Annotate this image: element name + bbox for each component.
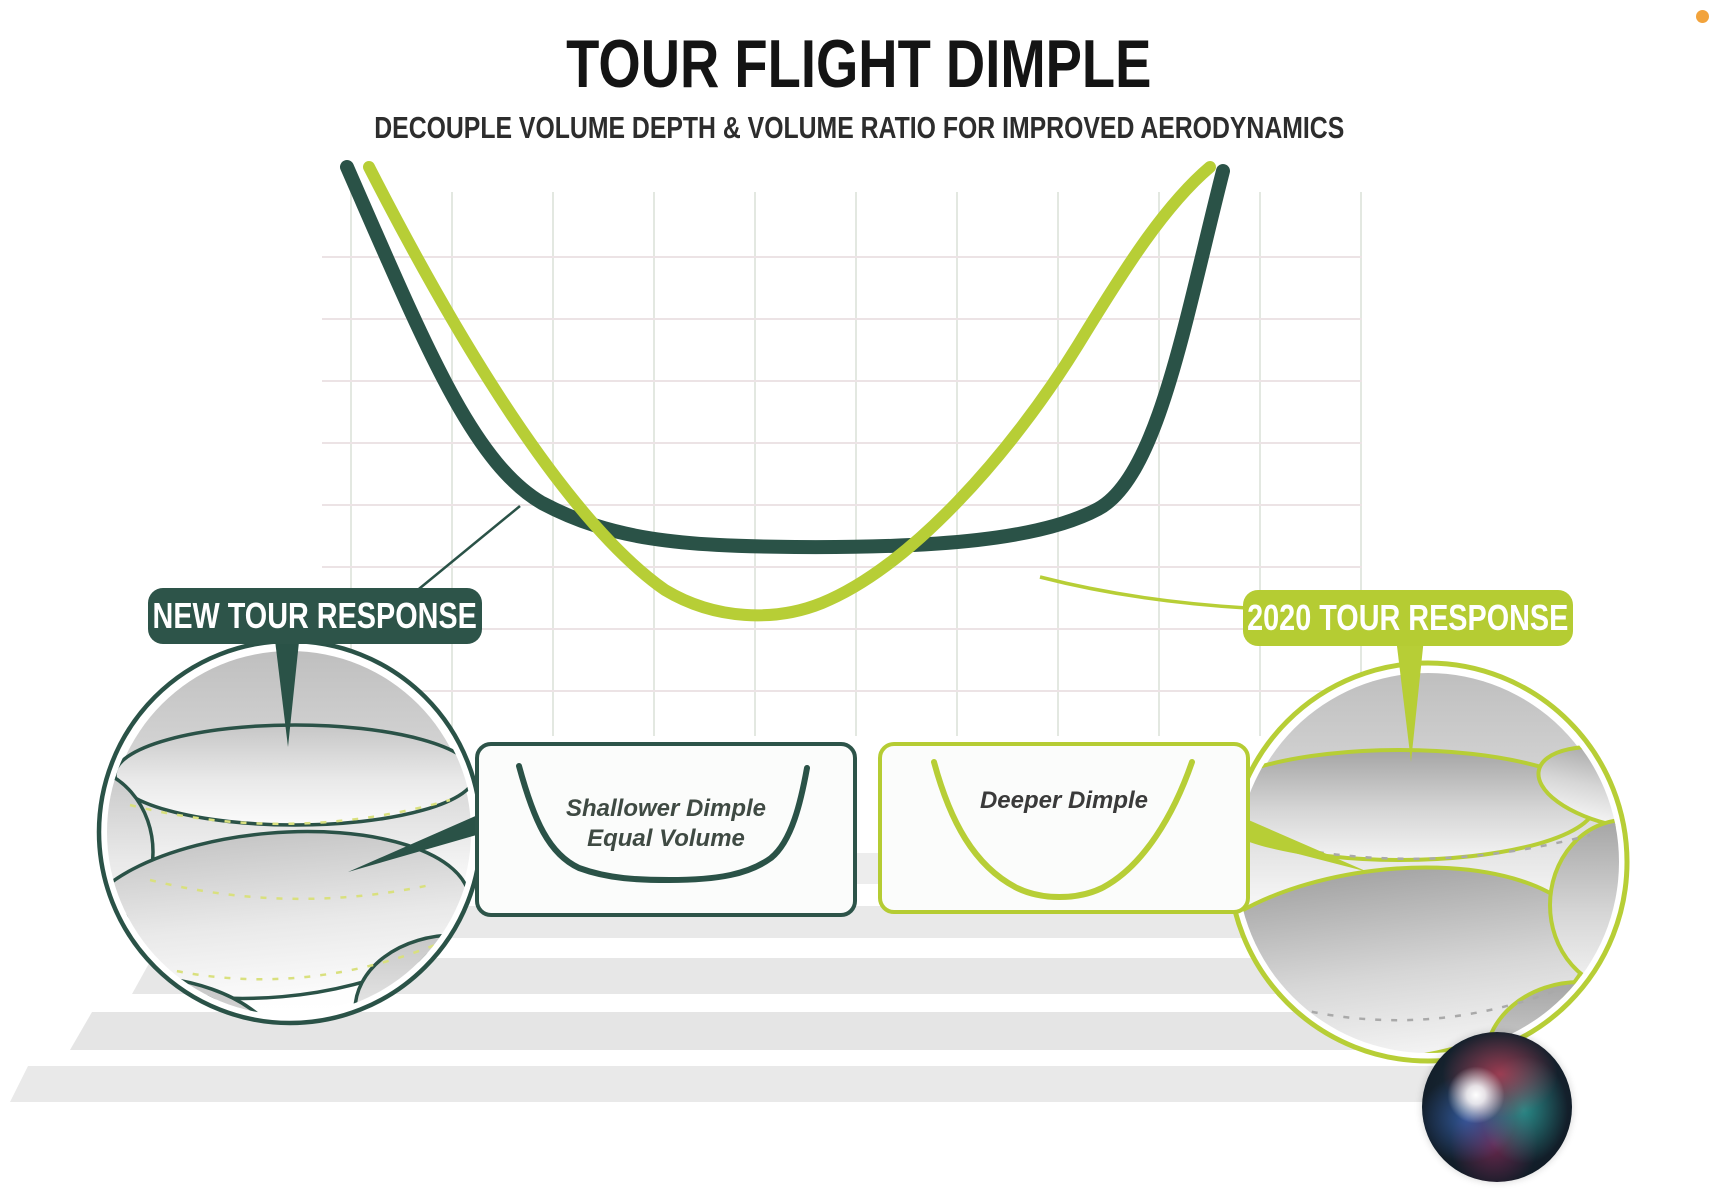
pointer-2020-badge: [1396, 638, 1424, 762]
badge-2020-tour-response-label: 2020 TOUR RESPONSE: [1247, 597, 1569, 638]
page-title: TOUR FLIGHT DIMPLE: [0, 30, 1718, 98]
golf-ball-left: [96, 638, 484, 1026]
badge-2020-tour-response: 2020 TOUR RESPONSE: [1243, 590, 1573, 646]
chart-grid: [322, 192, 1362, 736]
badge-new-tour-response: NEW TOUR RESPONSE: [148, 588, 482, 644]
callout-deeper-line1: Deeper Dimple: [979, 787, 1149, 814]
page-subtitle: DECOUPLE VOLUME DEPTH & VOLUME RATIO FOR…: [0, 112, 1718, 143]
pointer-new-badge: [274, 632, 300, 747]
page-subtitle-text: DECOUPLE VOLUME DEPTH & VOLUME RATIO FOR…: [374, 110, 1344, 145]
callout-deeper-text: Deeper Dimple: [882, 786, 1246, 816]
page-title-text: TOUR FLIGHT DIMPLE: [566, 26, 1152, 102]
callout-shallower-line1: Shallower Dimple: [565, 795, 767, 822]
callout-shallower-line2: Equal Volume: [587, 825, 745, 852]
callout-shallower-text: Shallower Dimple Equal Volume: [479, 794, 853, 854]
curve-2020-tour-response: [363, 161, 1216, 622]
arrow-shallower-to-ball: [348, 814, 480, 872]
shallow-dimple-curve: [516, 763, 810, 884]
deep-dimple-curve: [931, 759, 1195, 900]
leader-line-2020: [1039, 575, 1248, 610]
badge-new-tour-response-label: NEW TOUR RESPONSE: [152, 595, 478, 636]
recording-indicator-dot: [1696, 10, 1709, 23]
curve-new-tour-response: [340, 160, 1230, 555]
golf-ball-right: [1226, 660, 1630, 1064]
leader-line-new: [413, 505, 521, 594]
callout-shallower-dimple: Shallower Dimple Equal Volume: [475, 742, 857, 917]
siri-orb-icon[interactable]: [1422, 1032, 1572, 1182]
callout-deeper-dimple: Deeper Dimple: [878, 742, 1250, 914]
arrow-deeper-to-ball: [1244, 818, 1368, 872]
